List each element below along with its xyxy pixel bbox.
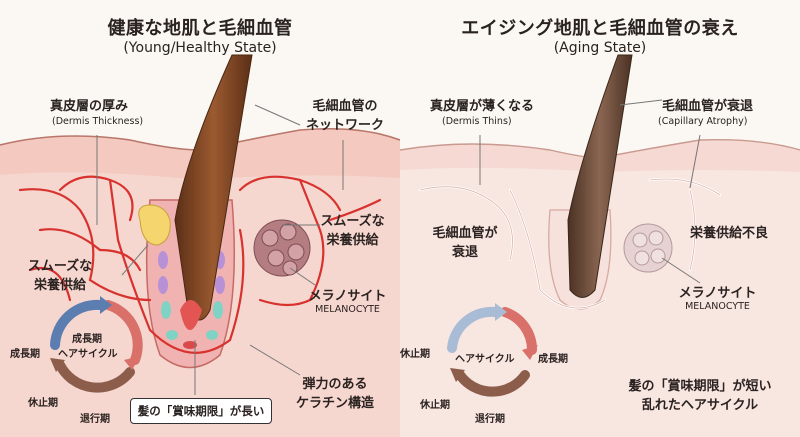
disordered-hair-cycle: [447, 306, 538, 397]
cycle-regression: 退行期: [80, 414, 110, 425]
smooth-nutrition-right-1: スムーズな: [320, 214, 385, 229]
healthy-expiry-note: 髪の「賞味期限」が長い: [130, 398, 272, 424]
cycle-rest: 休止期: [28, 398, 58, 409]
elastic-keratin-label-2: ケラチン構造: [295, 396, 374, 411]
dermis-thins-label: 真皮層が薄くなる: [430, 99, 535, 114]
melanocyte-label: メラノサイト: [308, 289, 387, 304]
cycle-growth: 成長期: [10, 349, 40, 360]
healthy-panel: 健康な地肌と毛細血管 (Young/Healthy State) 真皮層の厚み …: [0, 18, 400, 437]
aging-diagram: [400, 54, 800, 437]
cycle-center-1: 成長期: [72, 334, 102, 345]
melanocyte-en: MELANOCYTE: [315, 304, 380, 315]
aging-expiry-note-2: 乱れたヘアサイクル: [641, 398, 759, 413]
aging-melanocyte-en: MELANOCYTE: [685, 301, 750, 312]
healthy-subtitle: (Young/Healthy State): [123, 40, 277, 56]
aging-cycle-growth: 成長期: [538, 354, 568, 365]
aging-expiry-note-1: 髪の「賞味期限」が短い: [628, 379, 772, 394]
capillary-network-label-1: 毛細血管の: [312, 99, 378, 114]
elastic-keratin-label-1: 弾力のある: [302, 377, 368, 392]
capillary-atrophy-en: (Capillary Atrophy): [658, 116, 748, 127]
poor-nutrition-label: 栄養供給不良: [690, 226, 769, 241]
aging-cycle-rest-bottom: 休止期: [420, 400, 450, 411]
hair-shaft: [174, 54, 253, 321]
faded-melanocyte-cluster: [623, 223, 673, 273]
aging-panel: エイジング地肌と毛細血管の衰え (Aging State) 真皮層が薄くなる (…: [400, 0, 800, 437]
aging-title: エイジング地肌と毛細血管の衰え: [461, 18, 739, 39]
aging-subtitle: (Aging State): [553, 40, 647, 56]
capillary-decline-label-2: 衰退: [451, 245, 478, 260]
smooth-nutrition-left-2: 栄養供給: [33, 278, 86, 293]
healthy-title: 健康な地肌と毛細血管: [107, 18, 293, 39]
dermis-thins-en: (Dermis Thins): [442, 116, 512, 127]
hair-cycle-diagram: [50, 299, 143, 393]
dermis-thickness-en: (Dermis Thickness): [52, 116, 144, 127]
cycle-center-2: ヘアサイクル: [58, 349, 118, 360]
thin-hair-shaft: [567, 54, 633, 298]
dermis-thickness-label: 真皮層の厚み: [50, 99, 129, 114]
sebaceous-gland: [138, 204, 171, 246]
smooth-nutrition-left-1: スムーズな: [27, 259, 93, 274]
aging-cycle-rest-top: 休止期: [400, 349, 430, 360]
aging-cycle-center: ヘアサイクル: [455, 354, 515, 365]
capillary-network: [18, 175, 382, 354]
melanocyte-cluster: [253, 219, 311, 277]
capillary-atrophy-label: 毛細血管が衰退: [662, 99, 754, 114]
healthy-diagram: [0, 54, 400, 437]
aging-cycle-regression: 退行期: [475, 414, 505, 425]
capillary-network-label-2: ネットワーク: [305, 118, 384, 133]
capillary-decline-label-1: 毛細血管が: [432, 226, 498, 241]
aging-melanocyte-label: メラノサイト: [678, 286, 757, 301]
smooth-nutrition-right-2: 栄養供給: [326, 233, 379, 248]
